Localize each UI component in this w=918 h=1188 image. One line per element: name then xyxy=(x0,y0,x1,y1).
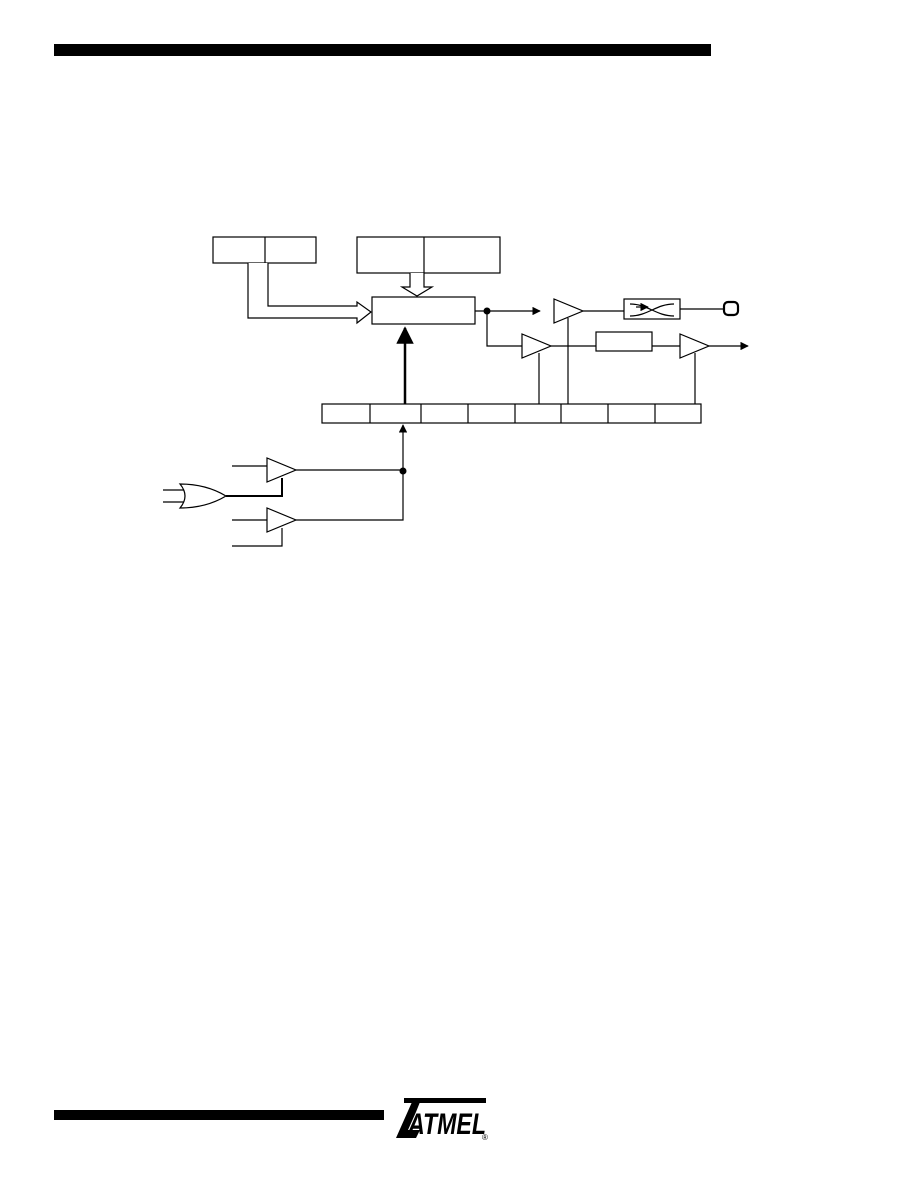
buffer-lower-icon xyxy=(521,333,553,359)
buffer-upper-icon xyxy=(553,298,585,324)
wide-register-box xyxy=(356,236,501,274)
wide-register xyxy=(356,236,501,274)
logo-registered-mark: ® xyxy=(482,1133,488,1142)
logic-buffer-lower-icon xyxy=(266,507,298,533)
logic-enable-lower xyxy=(232,528,283,547)
logo-wordmark: ATMEL xyxy=(407,1108,486,1141)
atmel-logo: ATMEL ® xyxy=(396,1098,488,1142)
bus-arrow-down xyxy=(399,273,435,297)
header-rule xyxy=(54,44,711,56)
control-register xyxy=(321,403,702,424)
control-register-box xyxy=(321,403,702,424)
atmel-logo-mark: ATMEL ® xyxy=(396,1098,488,1142)
buffer-output-icon xyxy=(679,333,711,359)
branch-wire xyxy=(486,311,522,347)
logic-output-lower xyxy=(296,471,404,521)
logic-buffer-upper-icon xyxy=(266,457,298,483)
intermediate-block xyxy=(595,331,653,352)
or-output-wire xyxy=(226,478,283,497)
crossover-switch-icon xyxy=(623,298,681,320)
small-register xyxy=(212,236,317,264)
bus-arrow-right xyxy=(247,263,373,325)
pin-pad-icon xyxy=(722,300,740,317)
central-block xyxy=(371,296,476,325)
or-gate-icon xyxy=(178,483,228,509)
footer-rule xyxy=(54,1110,384,1120)
